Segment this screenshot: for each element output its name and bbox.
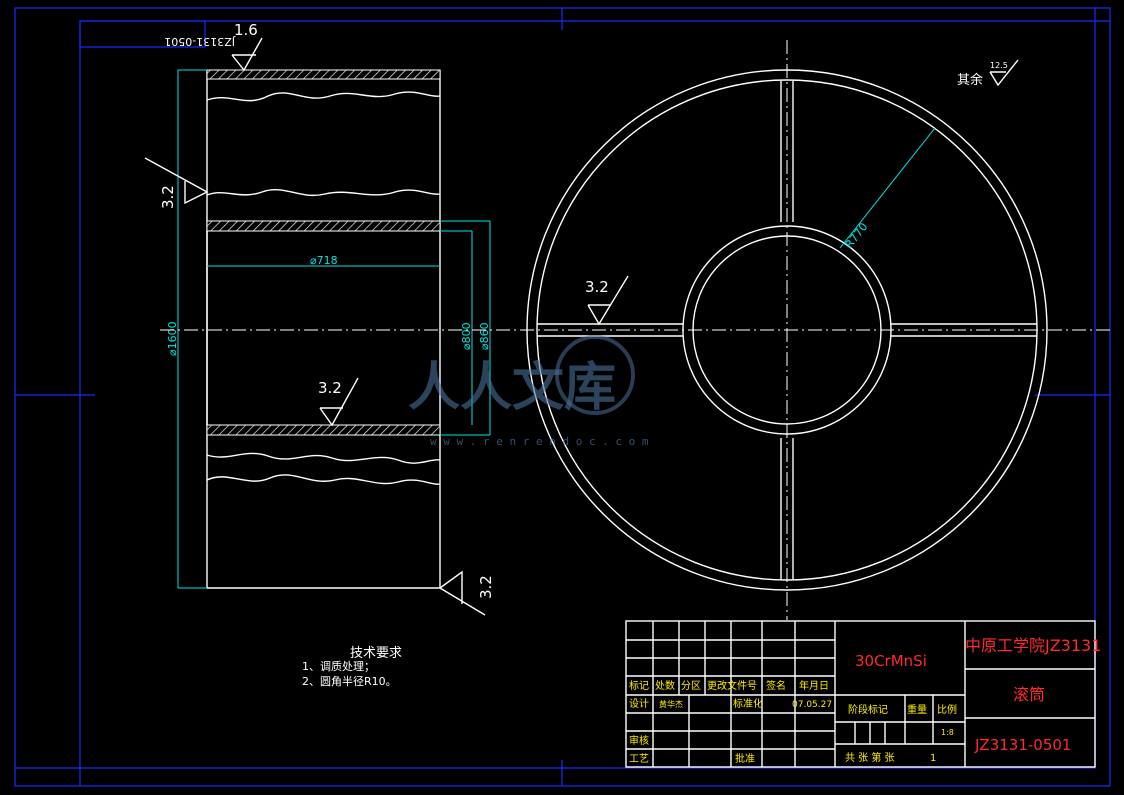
dim-860: ⌀860	[478, 322, 491, 350]
roughness-left	[144, 157, 209, 205]
tb-header-5: 年月日	[799, 679, 829, 692]
tb-design-label: 设计	[629, 697, 649, 710]
tb-review-label: 审核	[629, 734, 649, 747]
tb-part-name: 滚筒	[1013, 685, 1045, 704]
tb-header-3: 更改文件号	[707, 679, 757, 692]
roughness-bottom-right-value: 3.2	[477, 575, 495, 599]
roughness-circle-value: 3.2	[585, 278, 609, 296]
tb-header-4: 签名	[766, 679, 786, 692]
tb-standardize-label: 标准化	[733, 697, 763, 710]
tech-req-item-2: 2、圆角半径R10。	[302, 674, 397, 688]
roughness-left-value: 3.2	[159, 185, 177, 209]
title-block-grid	[625, 620, 1096, 768]
watermark	[555, 335, 635, 415]
dim-800: ⌀800	[460, 322, 473, 350]
dim-1600: ⌀1600	[166, 321, 179, 356]
tb-material: 30CrMnSi	[855, 652, 927, 670]
watermark-url: w w w . r e n r e n d o c . c o m	[430, 435, 649, 448]
tb-designer: 黄华杰	[659, 699, 683, 709]
watermark-text: 人人文库	[408, 358, 616, 418]
tb-scale-label: 比例	[937, 703, 957, 716]
roughness-other-label: 其余	[957, 72, 983, 88]
section-view	[206, 69, 441, 589]
tb-sheet-no: 1	[930, 753, 936, 764]
roughness-inner-value: 3.2	[318, 379, 342, 397]
roughness-other-symbol	[989, 59, 1019, 87]
tech-req-item-1: 1、调质处理；	[302, 660, 375, 673]
tb-sheets: 共 张 第 张	[845, 751, 895, 764]
mirrored-drawing-number: JZ3131-0501	[164, 35, 236, 48]
tech-req-title: 技术要求	[350, 646, 402, 661]
tb-header-1: 处数	[655, 679, 675, 692]
circle-view	[526, 69, 1048, 591]
dim-r770: R770	[843, 220, 871, 251]
roughness-circle	[587, 275, 629, 326]
tb-scale-value: 1:8	[941, 728, 954, 737]
roughness-inner	[319, 377, 359, 427]
tb-header-2: 分区	[681, 680, 701, 692]
tb-approve-label: 批准	[735, 752, 755, 765]
dimension-lines	[177, 69, 491, 589]
roughness-bottom-right	[439, 570, 486, 616]
tb-stage-label: 阶段标记	[848, 703, 888, 716]
tb-process-label: 工艺	[629, 753, 649, 765]
tb-weight-label: 重量	[907, 703, 927, 716]
tb-date: 07.05.27	[792, 700, 832, 710]
tb-drawing-no: JZ3131-0501	[974, 736, 1071, 754]
mirrored-number-box	[79, 20, 206, 48]
dim-718: ⌀718	[310, 254, 338, 267]
tb-school: 中原工学院JZ3131	[965, 636, 1101, 655]
roughness-other-value: 12.5	[990, 61, 1008, 70]
roughness-top	[231, 37, 263, 72]
roughness-top-value: 1.6	[234, 21, 258, 39]
tb-header-0: 标记	[629, 680, 649, 692]
